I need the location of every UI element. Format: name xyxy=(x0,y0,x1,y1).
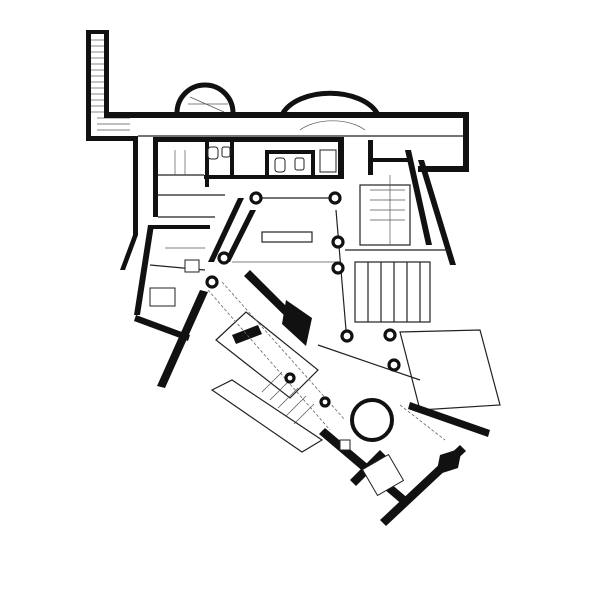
column xyxy=(217,251,231,265)
south-building xyxy=(317,329,501,526)
round-bay-left xyxy=(174,82,236,114)
column xyxy=(328,191,342,205)
west-lower-wing xyxy=(134,225,210,388)
exterior-stair xyxy=(86,30,130,140)
north-wall xyxy=(86,112,469,172)
column xyxy=(387,358,401,372)
column xyxy=(331,261,345,275)
column xyxy=(383,328,397,342)
structural-columns xyxy=(205,191,401,408)
northeast-wing xyxy=(345,140,456,265)
column xyxy=(284,372,296,384)
column xyxy=(340,329,354,343)
round-bay-right xyxy=(280,90,380,131)
service-block xyxy=(153,137,344,218)
column xyxy=(319,396,331,408)
east-terrace-steps xyxy=(354,261,431,323)
column xyxy=(249,191,263,205)
west-wall xyxy=(120,140,138,270)
central-hall xyxy=(208,197,347,331)
middle-wing xyxy=(207,270,346,453)
column xyxy=(205,275,219,289)
column xyxy=(331,235,345,249)
